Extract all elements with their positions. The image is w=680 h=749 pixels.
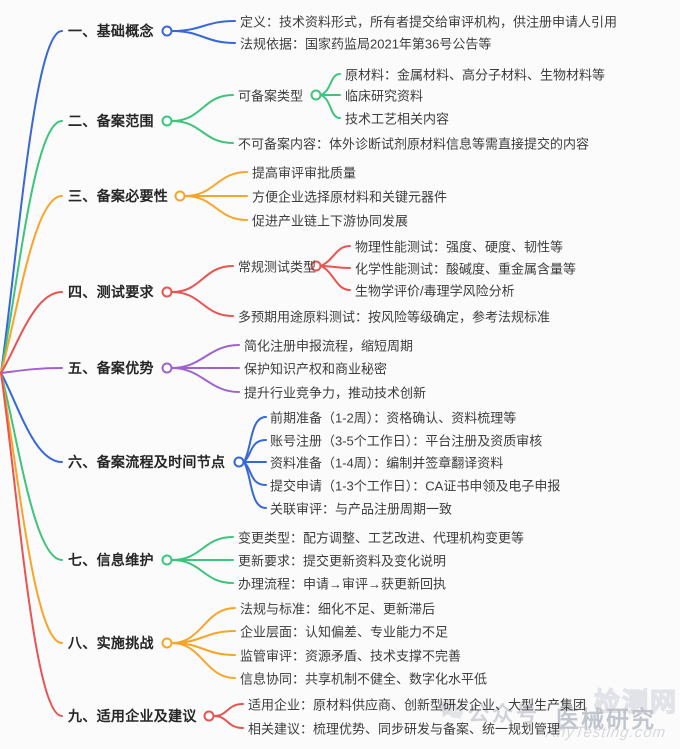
collapse-handle[interactable]	[161, 25, 173, 37]
topic-node[interactable]: 提高审评审批质量	[252, 165, 357, 181]
topic-node[interactable]: 简化注册申报流程，缩短周期	[244, 338, 414, 354]
collapse-handle[interactable]	[233, 456, 245, 468]
branch-3-topic[interactable]: 三、备案必要性	[68, 188, 169, 204]
edge	[320, 73, 341, 96]
topic-node[interactable]: 多预期用途原料测试：按风险等级确定，参考法规标准	[238, 309, 551, 325]
edge	[0, 372, 63, 717]
topic-node[interactable]: 提升行业竞争力，推动技术创新	[244, 385, 427, 401]
topic-node[interactable]: 更新要求：提交更新资料及变化说明	[238, 553, 447, 569]
topic-node[interactable]: 保护知识产权和商业秘密	[244, 361, 388, 377]
edge	[243, 439, 267, 463]
edge	[171, 20, 236, 32]
edge	[320, 245, 351, 267]
edge	[213, 703, 244, 717]
topic-node[interactable]: 化学性能测试：酸碱度、重金属含量等	[355, 261, 577, 277]
edge	[171, 94, 234, 122]
topic-node[interactable]: 可备案类型	[238, 88, 304, 104]
edge	[320, 94, 341, 119]
topic-node[interactable]: 适用企业：原材料供应商、创新型研发企业、大型生产集团	[248, 697, 587, 713]
topic-node[interactable]: 法规依据：国家药监局2021年第36号公告等	[240, 36, 492, 52]
branch-9-topic[interactable]: 九、适用企业及建议	[68, 708, 197, 724]
topic-node[interactable]: 原材料：金属材料、高分子材料、生物材料等	[345, 67, 606, 83]
topic-node[interactable]: 账号注册（3-5个工作日）：平台注册及资质审核	[270, 433, 543, 449]
branch-1-topic[interactable]: 一、基础概念	[68, 23, 154, 39]
edge	[243, 461, 267, 509]
edge	[184, 195, 248, 221]
collapse-handle[interactable]	[310, 260, 322, 272]
edge	[0, 372, 63, 561]
edge	[0, 372, 63, 644]
branch-4-topic[interactable]: 四、测试要求	[68, 284, 154, 300]
edge	[0, 30, 63, 374]
edge	[171, 536, 234, 561]
edge	[171, 265, 234, 293]
topic-node[interactable]: 法规与标准：细化不足、更新滞后	[240, 601, 436, 617]
topic-node[interactable]: 促进产业链上下游协同发展	[252, 213, 409, 229]
edge	[213, 715, 244, 729]
topic-node[interactable]: 信息协同：共享机制不健全、数字化水平低	[240, 671, 488, 687]
topic-node[interactable]: 技术工艺相关内容	[345, 111, 450, 127]
branch-2-topic[interactable]: 二、备案范围	[68, 113, 154, 129]
branch-6-topic[interactable]: 六、备案流程及时间节点	[68, 454, 226, 470]
topic-node[interactable]: 关联审评：与产品注册周期一致	[270, 501, 453, 517]
edge	[0, 372, 63, 463]
topic-node[interactable]: 企业层面：认知偏差、专业能力不足	[240, 624, 449, 640]
branch-7-topic[interactable]: 七、信息维护	[68, 552, 154, 568]
edge	[320, 265, 351, 291]
edge	[171, 559, 234, 584]
topic-node[interactable]: 相关建议：梳理优势、同步研发与备案、统一规划管理	[248, 721, 561, 737]
edge	[0, 291, 63, 374]
edge	[0, 120, 63, 374]
collapse-handle[interactable]	[174, 190, 186, 202]
edge	[320, 265, 351, 269]
collapse-handle[interactable]	[310, 89, 322, 101]
edge	[184, 171, 248, 197]
edge	[0, 367, 63, 374]
collapse-handle[interactable]	[161, 362, 173, 374]
edge	[171, 30, 236, 44]
edge	[243, 416, 267, 463]
topic-node[interactable]: 常规测试类型	[238, 259, 317, 275]
collapse-handle[interactable]	[161, 286, 173, 298]
collapse-handle[interactable]	[161, 115, 173, 127]
topic-node[interactable]: 办理流程：申请→审评→获更新回执	[238, 576, 447, 592]
edge	[171, 291, 234, 317]
edge	[171, 367, 240, 393]
edge	[171, 120, 234, 144]
topic-node[interactable]: 变更类型：配方调整、工艺改进、代理机构变更等	[238, 530, 525, 546]
topic-node[interactable]: 不可备案内容：体外诊断试剂原材料信息等需直接提交的内容	[238, 136, 590, 152]
collapse-handle[interactable]	[161, 554, 173, 566]
topic-node[interactable]: 方便企业选择原材料和关键元器件	[252, 189, 448, 205]
topic-node[interactable]: 提交申请（1-3个工作日）：CA证书申领及电子申报	[270, 478, 561, 494]
topic-node[interactable]: 前期准备（1-2周）：资格确认、资料梳理等	[270, 410, 517, 426]
topic-node[interactable]: 物理性能测试：强度、硬度、韧性等	[355, 239, 564, 255]
topic-node[interactable]: 资料准备（1-4周）：编制并签章翻译资料	[270, 455, 504, 471]
topic-node[interactable]: 定义：技术资料形式，所有者提交给审评机构，供注册申请人引用	[240, 14, 618, 30]
edge	[171, 642, 236, 679]
collapse-handle[interactable]	[203, 710, 215, 722]
edge	[0, 195, 63, 374]
topic-node[interactable]: 生物学评价/毒理学风险分析	[355, 283, 515, 299]
branch-5-topic[interactable]: 五、备案优势	[68, 360, 154, 376]
topic-node[interactable]: 监管审评：资源矛盾、技术支撑不完善	[240, 648, 462, 664]
topic-node[interactable]: 临床研究资料	[345, 88, 424, 104]
branch-8-topic[interactable]: 八、实施挑战	[68, 635, 154, 651]
collapse-handle[interactable]	[161, 637, 173, 649]
edge	[171, 344, 240, 369]
